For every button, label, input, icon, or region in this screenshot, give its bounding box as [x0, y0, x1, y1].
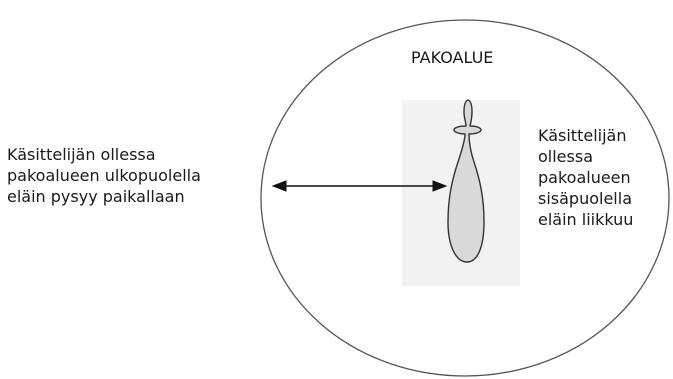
outside-zone-label: Käsittelijän ollessa pakoalueen ulkopuol… [7, 144, 201, 207]
inside-label-line: ollessa [538, 146, 633, 167]
outside-label-line: Käsittelijän ollessa [7, 144, 201, 165]
inside-zone-label: Käsittelijän ollessa pakoalueen sisäpuol… [538, 125, 633, 230]
inside-label-line: Käsittelijän [538, 125, 633, 146]
inside-label-line: sisäpuolella [538, 188, 633, 209]
inside-label-line: eläin liikkuu [538, 209, 633, 230]
zone-label: PAKOALUE [411, 47, 493, 68]
outside-label-line: pakoalueen ulkopuolella [7, 165, 201, 186]
outside-label-line: eläin pysyy paikallaan [7, 186, 201, 207]
inside-label-line: pakoalueen [538, 167, 633, 188]
